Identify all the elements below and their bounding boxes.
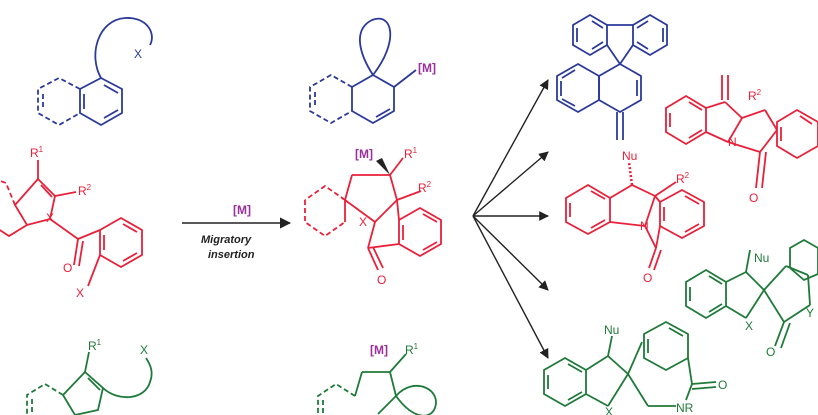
divergent-arrows xyxy=(472,79,549,359)
green-intermediate-r1-label: R1 xyxy=(405,342,419,357)
red-product-nucleophile-hash-bond xyxy=(627,161,634,186)
red-intermediate-metal-label: [M] xyxy=(355,147,373,161)
red-product-exomethylene-o-label: O xyxy=(749,191,758,205)
red-intermediate-wedge-bond xyxy=(376,158,390,175)
conditions-line2: insertion xyxy=(208,249,255,261)
red-product-exomethylene-r2-label: R2 xyxy=(748,88,762,103)
green-product-spiro-five-o-label: O xyxy=(766,345,775,359)
blue-substrate-x-label: X xyxy=(134,47,142,61)
green-product-spiro-five-nu-label: Nu xyxy=(754,251,769,265)
red-product-nucleophile-n-label: N xyxy=(640,219,649,233)
red-intermediate-r1-label: R1 xyxy=(404,146,418,161)
green-product-spiro-six-nr-label: NR xyxy=(676,401,694,415)
blue-product-spirofluorene xyxy=(556,13,668,140)
conditions-line1: Migratory xyxy=(201,234,252,246)
red-product-exomethylene-n-label: N xyxy=(728,135,737,149)
green-product-spiro-five-x-label: X xyxy=(745,319,753,333)
green-substrate-x-label: X xyxy=(140,343,148,357)
red-intermediate-r2-label: R2 xyxy=(418,180,432,195)
blue-intermediate xyxy=(309,17,417,125)
green-intermediate xyxy=(317,353,437,415)
blue-substrate xyxy=(37,17,153,127)
red-product-nucleophile-r2-label: R2 xyxy=(676,171,690,186)
red-substrate xyxy=(0,160,143,287)
arrow-to-green-six-ring xyxy=(472,215,549,359)
red-intermediate-o-label: O xyxy=(377,273,386,287)
red-product-nucleophile xyxy=(565,181,705,271)
green-product-spiro-six-x-label: X xyxy=(605,405,613,415)
red-substrate-o-label: O xyxy=(63,261,72,275)
arrow-to-green-spiro xyxy=(472,215,549,291)
red-substrate-x2-label: X xyxy=(76,286,84,300)
arrow-to-exomethylene xyxy=(472,151,549,217)
green-product-spiro-six xyxy=(543,320,717,408)
green-product-spiro-six-o-label: O xyxy=(718,378,727,392)
red-substrate-x-label: X xyxy=(46,211,54,225)
green-product-spiro-five-y-label: Y xyxy=(806,306,814,320)
conditions-metal-label: [M] xyxy=(233,203,251,217)
green-substrate xyxy=(26,351,153,415)
red-substrate-r2-label: R2 xyxy=(78,183,92,198)
red-intermediate xyxy=(304,157,442,271)
green-substrate-r1-label: R1 xyxy=(88,338,102,353)
red-substrate-r1-label: R1 xyxy=(30,145,44,160)
red-product-nucleophile-o-label: O xyxy=(643,271,652,285)
blue-metal-label: [M] xyxy=(418,61,436,75)
red-intermediate-x-label: X xyxy=(359,215,367,229)
green-intermediate-metal-label: [M] xyxy=(370,343,388,357)
green-product-spiro-five xyxy=(685,238,818,349)
arrow-to-spirofluorene xyxy=(472,79,549,217)
red-product-nucleophile-nu-label: Nu xyxy=(622,149,637,163)
red-product-exomethylene xyxy=(665,75,818,189)
green-product-spiro-six-nu-label: Nu xyxy=(604,323,619,337)
